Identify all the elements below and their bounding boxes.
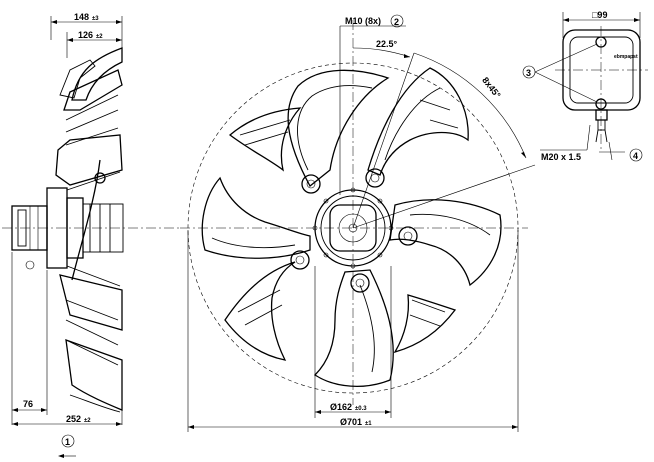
logo-text: ebmpapst — [614, 54, 638, 60]
side-view: 148 ±3 126 ±2 — [2, 12, 180, 458]
cable-gland — [595, 109, 608, 121]
motor-rotor — [11, 205, 48, 251]
screw-bottom — [595, 98, 607, 110]
dim-blade-depth: 126 — [78, 30, 93, 40]
airflow-marker: 1 — [65, 437, 70, 447]
blade-mounts — [290, 168, 418, 293]
pattern-label: 8x45° — [480, 75, 503, 100]
dim-mount-depth: 252 — [66, 414, 81, 424]
hub-housing — [329, 204, 377, 252]
gland-marker: 4 — [633, 151, 638, 161]
fan-blades — [201, 67, 502, 387]
dim-blade-depth-tol: ±2 — [96, 34, 103, 40]
size-label: □99 — [592, 10, 607, 20]
terminal-box-view: □99 ebmpapst 3 M20 x 1.5 4 — [522, 10, 648, 162]
screw-marker: 3 — [526, 68, 531, 78]
blade-side-top — [71, 47, 123, 101]
hub-outer — [314, 189, 392, 267]
terminal-box-side — [94, 172, 106, 184]
outer-diameter-tol: ±1 — [365, 421, 372, 427]
arrow-left-icon — [58, 454, 76, 458]
dim-mount-depth-tol: ±2 — [84, 418, 91, 424]
hub-diameter: Ø162 — [330, 402, 352, 412]
angle-label: 22.5° — [376, 39, 398, 49]
dim-overall-depth-tol: ±3 — [92, 16, 99, 22]
dim-overall-depth: 148 — [74, 12, 89, 22]
thread-marker: 2 — [394, 17, 399, 27]
outer-diameter: Ø701 — [340, 417, 362, 427]
thread-label: M10 (8x) — [345, 16, 381, 26]
dim-motor-offset: 76 — [23, 399, 33, 409]
blade-side-bottom — [59, 274, 123, 331]
gland-label: M20 x 1.5 — [541, 152, 581, 162]
screw-top — [595, 36, 607, 48]
hub-diameter-tol: ±0.3 — [355, 406, 367, 412]
front-view: M10 (8x) 2 22.5° 8x45° Ø162 ±0.3 Ø701 ±1 — [180, 14, 536, 432]
